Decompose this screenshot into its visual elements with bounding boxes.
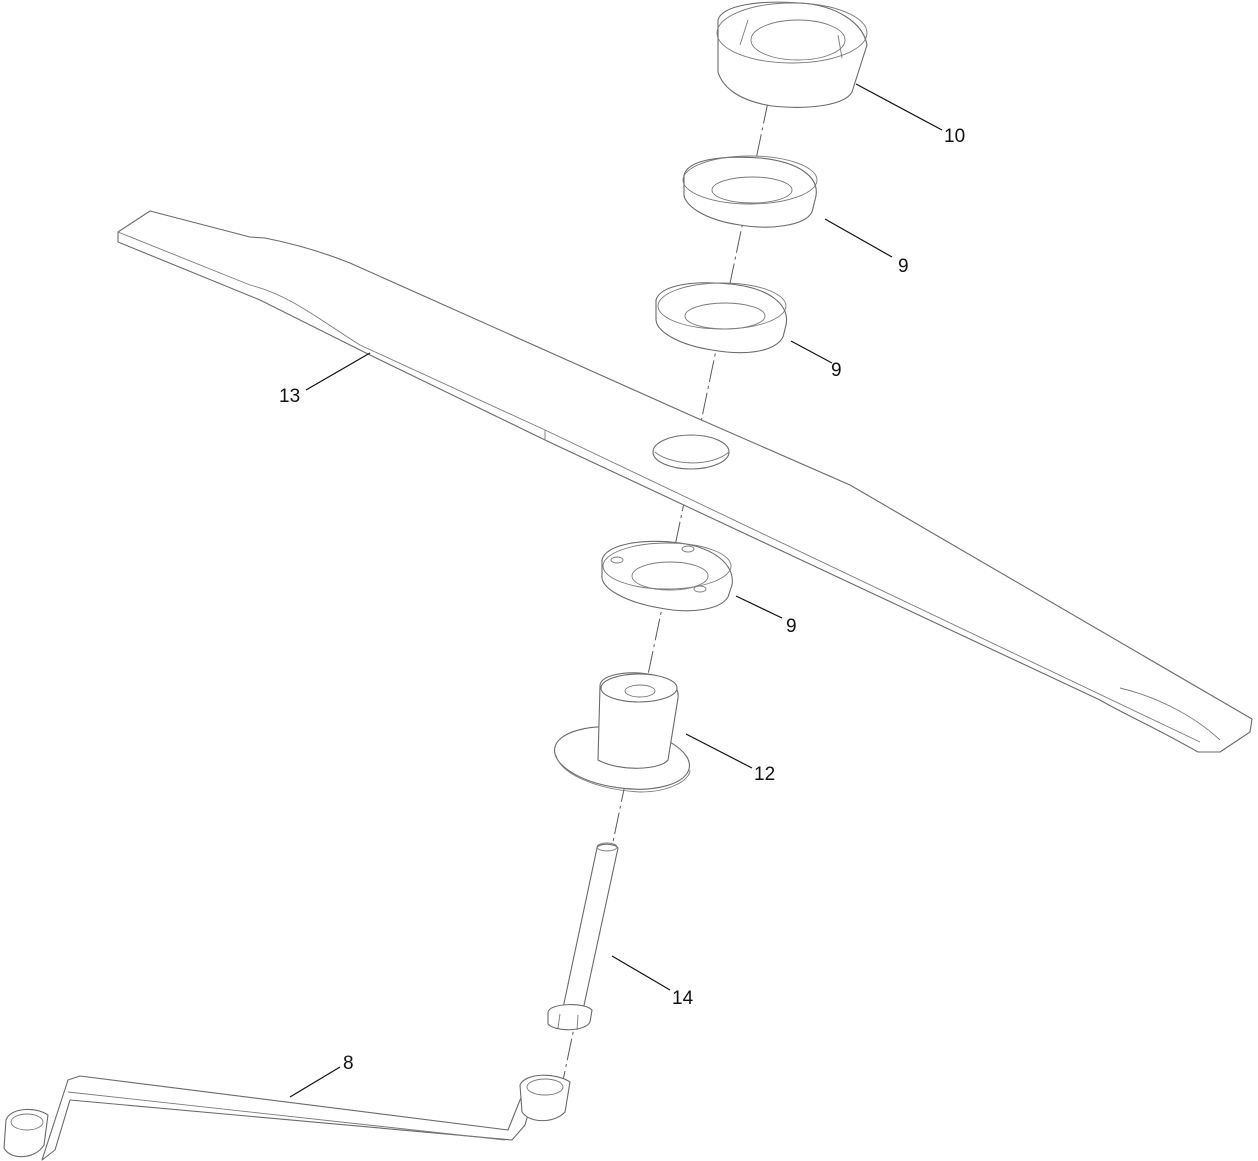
callout-label-8: 8	[343, 1053, 354, 1074]
callout-label-10: 10	[944, 126, 965, 147]
washer-part-9b	[655, 282, 788, 354]
bushing-part-12	[553, 672, 691, 793]
callout-label-13: 13	[279, 386, 300, 407]
callout-label-12: 12	[754, 764, 775, 785]
callout-9c: 9	[735, 595, 797, 637]
callout-label-9a: 9	[898, 256, 909, 277]
callout-12: 12	[685, 733, 775, 785]
callout-10: 10	[855, 83, 965, 147]
blade-part-13	[117, 210, 1253, 753]
washer-part-9c	[601, 540, 733, 612]
cup-spacer-part-10	[716, 1, 868, 108]
washer-part-9a	[682, 155, 818, 228]
callout-13: 13	[279, 352, 371, 407]
callout-9a: 9	[824, 218, 909, 277]
wrench-part-8	[3, 1074, 571, 1161]
callout-label-9b: 9	[831, 360, 842, 381]
callout-label-14: 14	[672, 988, 694, 1009]
callout-label-9c: 9	[786, 616, 797, 637]
bolt-part-14	[547, 842, 619, 1031]
callout-8: 8	[289, 1053, 354, 1098]
callout-14: 14	[611, 955, 694, 1009]
callout-9b: 9	[790, 340, 842, 381]
